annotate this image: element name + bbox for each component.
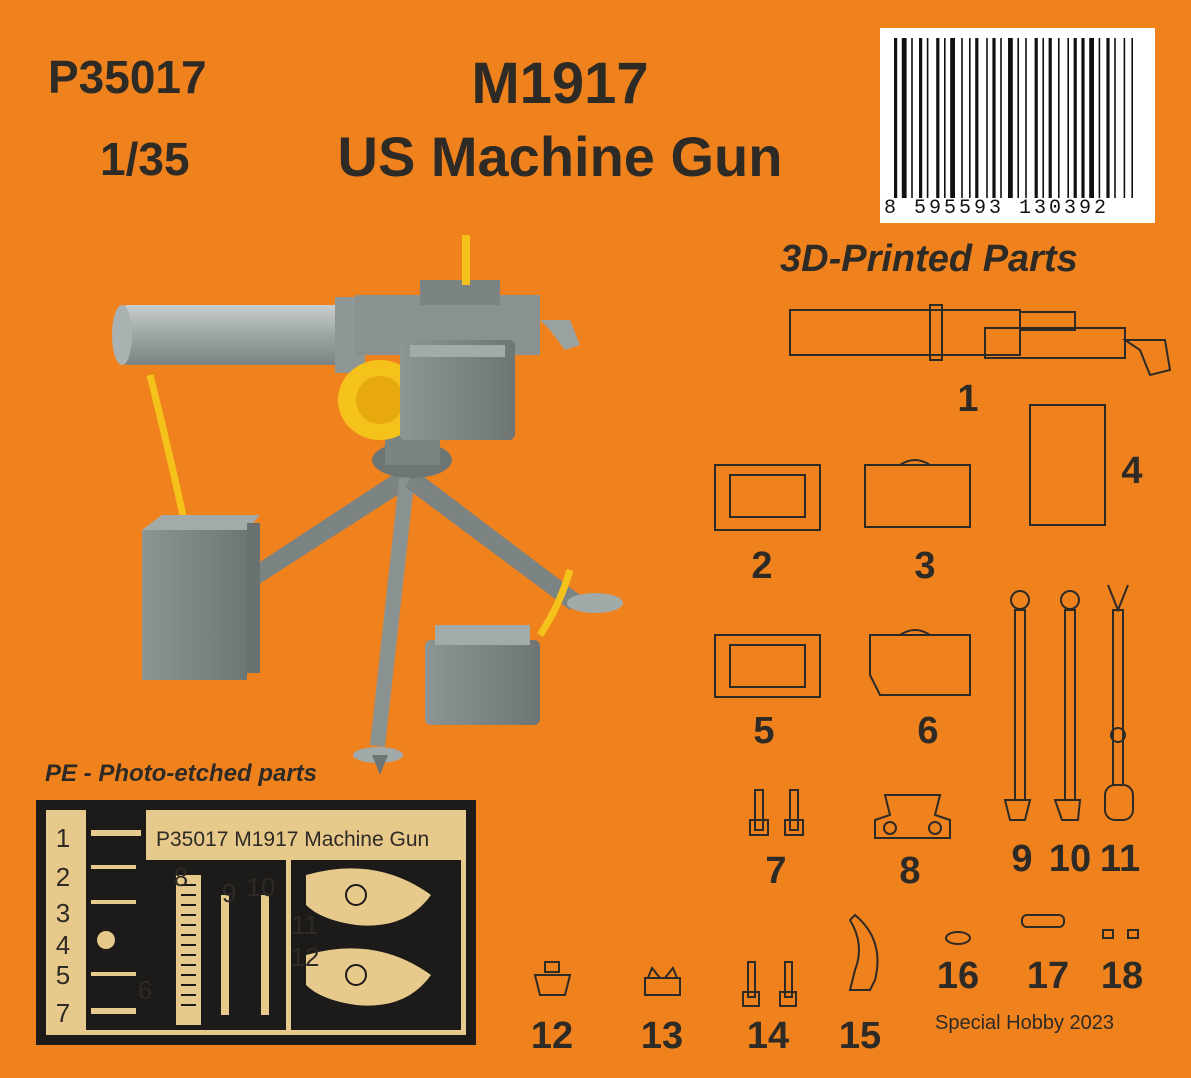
- part-number-15: 15: [838, 1015, 882, 1057]
- part-number-3: 3: [914, 545, 936, 587]
- pe-part-number-1: 1: [55, 823, 71, 853]
- pe-part-number-10: 10: [246, 872, 276, 902]
- part-number-13: 13: [640, 1015, 684, 1057]
- part-number-2: 2: [751, 545, 773, 587]
- barcode-digits: 8 595593 130392: [884, 197, 1110, 220]
- part-number-7: 7: [765, 850, 787, 892]
- part-number-10: 10: [1048, 838, 1092, 880]
- product-title-line2: US Machine Gun: [337, 125, 783, 188]
- pe-heading: PE - Photo-etched parts: [45, 760, 318, 787]
- product-scale: 1/35: [100, 133, 190, 185]
- pe-part-number-4: 4: [55, 930, 71, 960]
- part-number-9: 9: [1011, 838, 1033, 880]
- pe-part-number-9: 9: [221, 878, 237, 908]
- printed-parts-drawings: [714, 304, 1172, 991]
- part-number-17: 17: [1026, 955, 1070, 997]
- product-title-line1: M1917: [471, 51, 649, 116]
- part-number-12: 12: [530, 1015, 574, 1057]
- part-number-11: 11: [1099, 838, 1141, 880]
- part-number-14: 14: [746, 1015, 790, 1057]
- barcode: [880, 28, 1155, 223]
- barcode-bars: [894, 38, 1133, 198]
- pe-part-number-12: 12: [290, 942, 320, 972]
- part-number-5: 5: [753, 710, 775, 752]
- pe-part-number-11: 11: [291, 910, 319, 940]
- part-number-6: 6: [917, 710, 939, 752]
- part-number-1: 1: [957, 378, 979, 420]
- pe-part-number-5: 5: [55, 960, 71, 990]
- part-number-8: 8: [899, 850, 921, 892]
- part-number-18: 18: [1100, 955, 1144, 997]
- pe-fret: [36, 800, 476, 1045]
- product-code: P35017: [48, 51, 207, 103]
- pe-part-number-7: 7: [55, 998, 71, 1028]
- credit-text: Special Hobby 2023: [935, 1012, 1115, 1034]
- pe-part-number-2: 2: [55, 862, 71, 892]
- pe-part-number-8: 8: [173, 862, 189, 892]
- pe-part-number-3: 3: [55, 898, 71, 928]
- part-number-16: 16: [936, 955, 980, 997]
- pe-fret-title: P35017 M1917 Machine Gun: [156, 828, 430, 851]
- small-parts-drawings: [533, 961, 797, 1007]
- printed-parts-heading: 3D-Printed Parts: [780, 238, 1078, 280]
- pe-part-number-6: 6: [137, 975, 153, 1005]
- part-number-4: 4: [1121, 450, 1143, 492]
- machine-gun-render: [112, 235, 623, 775]
